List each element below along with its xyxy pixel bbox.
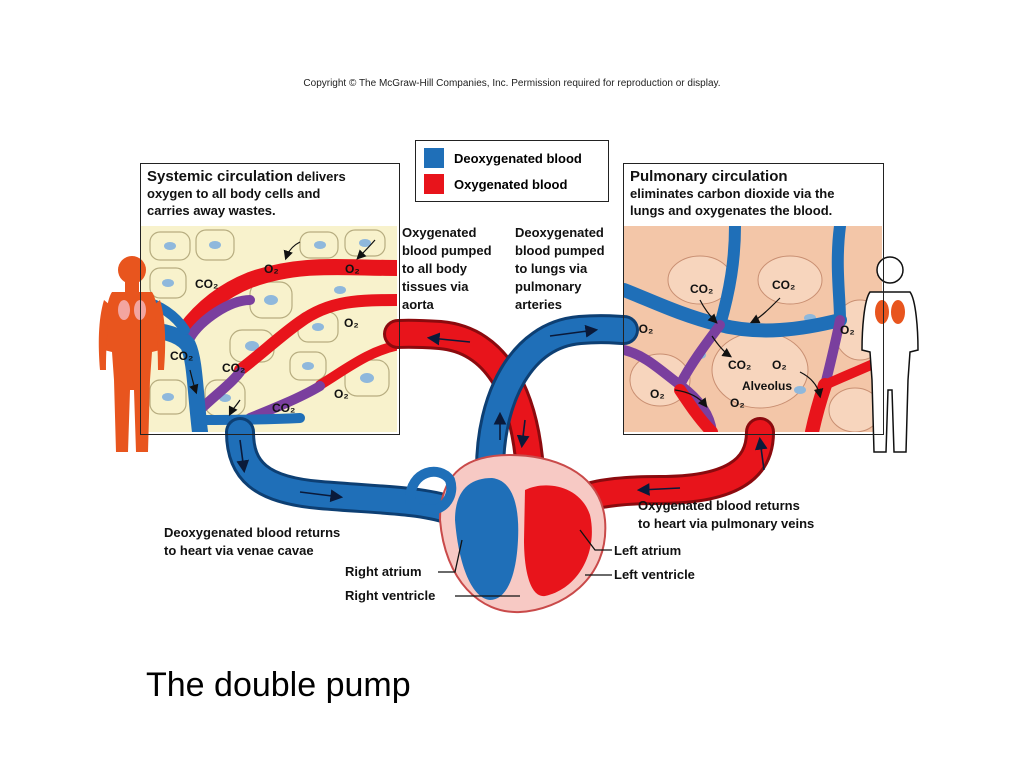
gas-label-o2: O₂ <box>264 262 279 276</box>
pulmonary-desc-2: lungs and oxygenates the blood. <box>630 203 833 218</box>
legend: Deoxygenated blood Oxygenated blood <box>415 140 609 202</box>
pulmonary-title: Pulmonary circulation <box>630 168 788 185</box>
pulmonary-description: Pulmonary circulation eliminates carbon … <box>630 168 877 219</box>
pulmonary-artery-label: Deoxygenated blood pumped to lungs via p… <box>515 224 605 314</box>
systemic-desc-1: delivers <box>296 169 346 184</box>
pv-label-line: to heart via pulmonary veins <box>638 516 815 531</box>
aorta-label-line: aorta <box>402 297 434 312</box>
legend-label: Deoxygenated blood <box>454 150 582 166</box>
pa-label-line: arteries <box>515 297 562 312</box>
aorta-label-line: Oxygenated <box>402 225 477 240</box>
slide-caption: The double pump <box>146 666 411 704</box>
gas-label-o2: O₂ <box>334 387 349 401</box>
gas-label-o2: O₂ <box>345 262 360 276</box>
pa-label-line: to lungs via <box>515 261 588 276</box>
gas-label-o2: O₂ <box>650 387 665 401</box>
pulmonary-veins-label: Oxygenated blood returns to heart via pu… <box>638 497 814 533</box>
gas-label-o2: O₂ <box>344 316 359 330</box>
systemic-panel: Systemic circulation delivers oxygen to … <box>140 163 400 435</box>
gas-label-co2: CO₂ <box>170 349 193 363</box>
right-ventricle-label: Right ventricle <box>345 588 436 603</box>
aorta-label-line: blood pumped <box>402 243 492 258</box>
gas-label-co2: CO₂ <box>690 282 713 296</box>
pv-label-line: Oxygenated blood returns <box>638 498 800 513</box>
systemic-desc-2: oxygen to all body cells and <box>147 186 321 201</box>
pa-label-line: pulmonary <box>515 279 582 294</box>
vc-label-line: to heart via venae cavae <box>164 543 314 558</box>
vc-label-line: Deoxygenated blood returns <box>164 525 341 540</box>
swatch-oxygenated <box>424 174 444 194</box>
gas-label-co2: CO₂ <box>272 401 295 415</box>
legend-item-oxygenated: Oxygenated blood <box>424 174 567 194</box>
gas-label-co2: CO₂ <box>728 358 751 372</box>
pa-label-line: blood pumped <box>515 243 605 258</box>
gas-label-co2: CO₂ <box>195 277 218 291</box>
human-figure-right <box>861 256 919 453</box>
gas-label-co2: CO₂ <box>772 278 795 292</box>
pulmonary-desc-1: eliminates carbon dioxide via the <box>630 186 835 201</box>
aorta-label-line: tissues via <box>402 279 469 294</box>
alveolus-label: Alveolus <box>742 379 792 393</box>
pulmonary-panel: Pulmonary circulation eliminates carbon … <box>623 163 884 435</box>
systemic-description: Systemic circulation delivers oxygen to … <box>147 168 393 219</box>
systemic-desc-3: carries away wastes. <box>147 203 276 218</box>
copyright-notice: Copyright © The McGraw-Hill Companies, I… <box>303 78 721 89</box>
gas-label-o2: O₂ <box>772 358 787 372</box>
gas-label-o2: O₂ <box>840 323 855 337</box>
right-atrium-label: Right atrium <box>345 564 422 579</box>
legend-item-deoxygenated: Deoxygenated blood <box>424 148 582 168</box>
venae-cavae-label: Deoxygenated blood returns to heart via … <box>164 524 340 560</box>
pulmonary-capillary-bed: CO₂ CO₂ CO₂ O₂ CO₂ O₂ Alveolus O₂ O₂ <box>624 226 882 432</box>
aorta-label-line: to all body <box>402 261 467 276</box>
pa-label-line: Deoxygenated <box>515 225 604 240</box>
left-atrium-label: Left atrium <box>614 543 682 558</box>
heart <box>404 453 607 614</box>
swatch-deoxygenated <box>424 148 444 168</box>
legend-label: Oxygenated blood <box>454 176 568 192</box>
aorta-label: Oxygenated blood pumped to all body tiss… <box>402 224 492 314</box>
gas-label-co2: CO₂ <box>222 361 245 375</box>
gas-label-o2: O₂ <box>730 396 745 410</box>
left-ventricle-label: Left ventricle <box>614 567 695 582</box>
systemic-title: Systemic circulation <box>147 168 293 185</box>
